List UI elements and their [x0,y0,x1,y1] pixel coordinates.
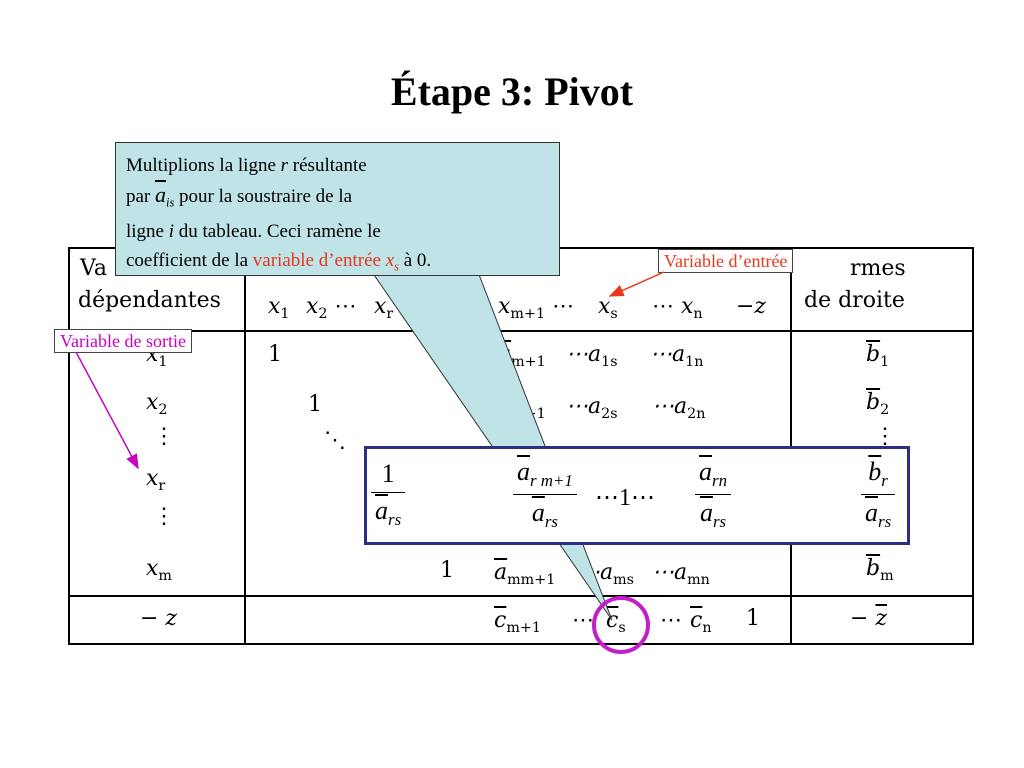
header-xm1: xm+1 ⋯ [498,294,575,322]
cell-r2-a2n: ⋯a2n [652,394,706,422]
header-col3-line2: de droite [804,288,905,313]
callout-line-2: par ais pour la soustraire de la [126,182,353,210]
rhs-minus-z: − z [850,606,888,631]
table-border-left [68,247,70,645]
header-xr: xr [374,294,394,322]
header-x1: x1 [268,294,290,322]
table-col-sep-1 [244,247,246,645]
cell-z-one: 1 [746,606,760,631]
table-row-sep-z [68,595,974,597]
row-var-x2: x2 [146,390,168,418]
slide-title: Étape 3: Pivot [390,69,634,114]
label-variable-entree: Variable d’entrée [658,249,794,273]
cell-r2-a2s: ⋯a2s [566,394,618,422]
header-col1-line1: Va [80,256,107,281]
rhs-b1: b1 [866,342,890,370]
header-x2: x2 ⋯ [306,294,357,322]
rhs-b2: b2 [866,390,890,418]
cell-z-cm1: cm+1 [494,608,541,636]
callout-line-4: coefficient de la variable d’entrée xs à… [126,250,432,274]
header-minus-z: −z [736,294,767,319]
table-border-bottom [68,643,974,645]
cell-r2-one: 1 [308,392,322,417]
row-var-minus-z: − z [140,606,178,631]
cell-rm-amn: ⋯amn [652,560,710,588]
cell-z-cs-dots: ⋯ [572,608,594,633]
table-border-right [972,247,974,645]
callout-line-1: Multiplions la ligne r résultante [126,155,367,176]
callout-line-3: ligne i du tableau. Ceci ramène le [126,221,381,243]
header-xn: ⋯ xn [652,294,703,322]
row-var-dots-1: ⋮ [153,424,175,449]
pivot-mid: ⋯1⋯ [595,485,655,511]
label-variable-sortie: Variable de sortie [54,329,192,353]
header-col3-line1: rmes [850,256,906,281]
cell-diag-dots: ⋱ [324,428,346,453]
cell-z-cn-dots: ⋯ [660,608,682,633]
rhs-bm: bm [866,556,894,584]
row-var-xr: xr [146,466,166,494]
cell-r1-a1n: ⋯a1n [650,342,704,370]
callout-box: Multiplions la ligne r résultante par ai… [115,142,560,276]
cell-r1-a1s: ⋯a1s [566,342,618,370]
cell-r1-one: 1 [268,342,282,367]
cell-rm-amm1: amm+1 [494,560,556,588]
cell-rm-one: 1 [440,558,454,583]
row-var-xm: xm [146,556,172,584]
rhs-dots: ⋮ [874,424,896,449]
header-col1-line2: dépendantes [78,288,221,313]
header-xs: xs [598,294,618,322]
table-row-sep-header [68,330,974,332]
row-var-dots-2: ⋮ [153,504,175,529]
cell-z-cn: cn [690,608,712,636]
